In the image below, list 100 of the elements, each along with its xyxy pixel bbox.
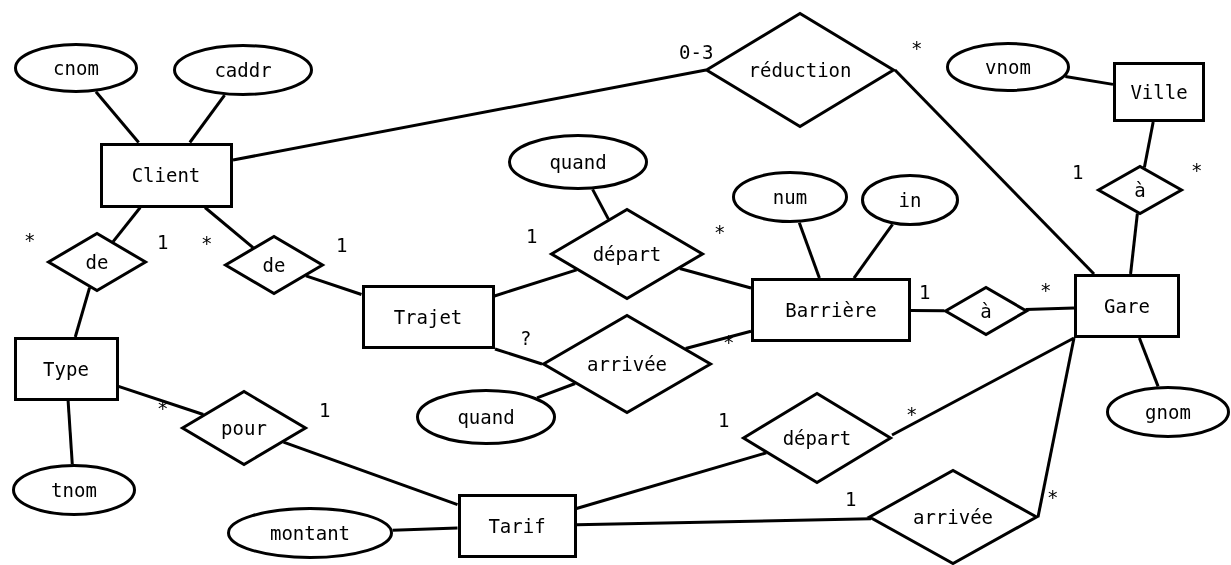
attribute-name: num bbox=[772, 186, 808, 208]
connector-line bbox=[1142, 121, 1155, 168]
attribute-name: vnom bbox=[985, 56, 1031, 78]
attribute-ellipse bbox=[173, 44, 313, 96]
entity-box bbox=[1074, 274, 1180, 338]
entity-name: Barrière bbox=[785, 299, 877, 321]
entity-name: Trajet bbox=[393, 306, 463, 328]
connector-line bbox=[494, 347, 543, 366]
attribute-ellipse bbox=[732, 171, 848, 223]
cardinality-label: * bbox=[24, 230, 36, 250]
connector-line bbox=[797, 222, 821, 279]
cardinality-label: * bbox=[1047, 487, 1059, 507]
connector-line bbox=[1065, 75, 1114, 86]
connector-line bbox=[852, 223, 894, 279]
connector-line bbox=[66, 400, 74, 465]
relationship-diamond bbox=[47, 232, 147, 292]
relationship-name: réduction bbox=[748, 59, 852, 81]
entity-name: Client bbox=[131, 164, 201, 186]
entity-name: Ville bbox=[1130, 81, 1188, 103]
entity-name: Gare bbox=[1104, 295, 1150, 317]
relationship-diamond bbox=[868, 469, 1038, 565]
connector-line bbox=[591, 188, 610, 220]
connector-line bbox=[1036, 337, 1076, 518]
relationship-diamond bbox=[542, 314, 712, 414]
cardinality-label: ? bbox=[520, 328, 532, 348]
connector-line bbox=[283, 440, 458, 507]
connector-line bbox=[188, 94, 226, 144]
relationship-diamond bbox=[1097, 165, 1183, 215]
connector-line bbox=[392, 526, 458, 532]
connector-line bbox=[576, 517, 872, 527]
attribute-ellipse bbox=[227, 507, 393, 559]
entity-box bbox=[457, 494, 577, 558]
attribute-ellipse bbox=[416, 389, 556, 445]
cardinality-label: * bbox=[1040, 280, 1052, 300]
attribute-ellipse bbox=[946, 42, 1070, 92]
entity-box bbox=[99, 142, 233, 208]
attribute-ellipse bbox=[1106, 386, 1230, 438]
cardinality-label: * bbox=[906, 404, 918, 424]
connector-line bbox=[893, 68, 1096, 276]
connector-line bbox=[679, 267, 752, 290]
entity-box bbox=[13, 337, 119, 401]
entity-name: Type bbox=[43, 358, 89, 380]
attribute-ellipse bbox=[12, 464, 136, 516]
entity-name: Tarif bbox=[488, 515, 546, 537]
cardinality-label: * bbox=[201, 233, 213, 253]
attribute-name: gnom bbox=[1145, 401, 1191, 423]
cardinality-label: 1 bbox=[718, 410, 730, 430]
connector-line bbox=[94, 90, 140, 144]
cardinality-label: * bbox=[157, 398, 169, 418]
cardinality-label: * bbox=[714, 222, 726, 242]
cardinality-label: 0-3 bbox=[679, 42, 714, 62]
cardinality-label: 1 bbox=[319, 400, 331, 420]
attribute-name: quand bbox=[457, 406, 515, 428]
connector-line bbox=[305, 274, 362, 296]
relationship-diamond bbox=[550, 208, 704, 300]
attribute-name: tnom bbox=[51, 479, 97, 501]
cardinality-label: 1 bbox=[845, 489, 857, 509]
relationship-name: arrivée bbox=[586, 353, 668, 375]
attribute-ellipse bbox=[861, 174, 959, 226]
attribute-name: quand bbox=[549, 151, 607, 173]
relationship-name: départ bbox=[592, 243, 662, 265]
relationship-name: pour bbox=[221, 417, 267, 439]
cardinality-label: 1 bbox=[336, 235, 348, 255]
attribute-name: in bbox=[898, 189, 922, 211]
attribute-name: caddr bbox=[214, 59, 272, 81]
cardinality-label: 1 bbox=[157, 232, 169, 252]
cardinality-label: 1 bbox=[526, 226, 538, 246]
relationship-name: de bbox=[85, 251, 109, 273]
relationship-name: de bbox=[262, 254, 286, 276]
connector-line bbox=[891, 336, 1075, 437]
entity-box bbox=[1113, 62, 1205, 122]
relationship-name: à bbox=[1134, 179, 1146, 201]
relationship-name: à bbox=[980, 300, 992, 322]
connector-line bbox=[204, 206, 255, 249]
connector-line bbox=[1138, 337, 1160, 387]
connector-line bbox=[536, 382, 576, 400]
connector-line bbox=[1025, 306, 1075, 312]
entity-box bbox=[361, 285, 495, 349]
relationship-diamond bbox=[944, 286, 1028, 336]
connector-line bbox=[1129, 213, 1139, 275]
cardinality-label: 1 bbox=[919, 282, 931, 302]
cardinality-label: * bbox=[911, 38, 923, 58]
connector-line bbox=[118, 384, 204, 416]
connector-line bbox=[73, 287, 92, 338]
attribute-name: montant bbox=[269, 522, 351, 544]
relationship-diamond bbox=[224, 235, 324, 295]
relationship-diamond bbox=[742, 392, 892, 484]
connector-line bbox=[232, 68, 707, 162]
cardinality-label: 1 bbox=[1072, 162, 1084, 182]
attribute-ellipse bbox=[14, 43, 138, 93]
cardinality-label: * bbox=[1191, 160, 1203, 180]
attribute-name: cnom bbox=[53, 57, 99, 79]
connector-line bbox=[911, 309, 945, 313]
attribute-ellipse bbox=[508, 134, 648, 190]
entity-box bbox=[751, 278, 911, 342]
relationship-name: arrivée bbox=[912, 506, 994, 528]
relationship-diamond bbox=[181, 390, 307, 466]
connector-line bbox=[111, 206, 142, 243]
relationship-name: départ bbox=[782, 427, 852, 449]
connector-line bbox=[685, 329, 752, 350]
